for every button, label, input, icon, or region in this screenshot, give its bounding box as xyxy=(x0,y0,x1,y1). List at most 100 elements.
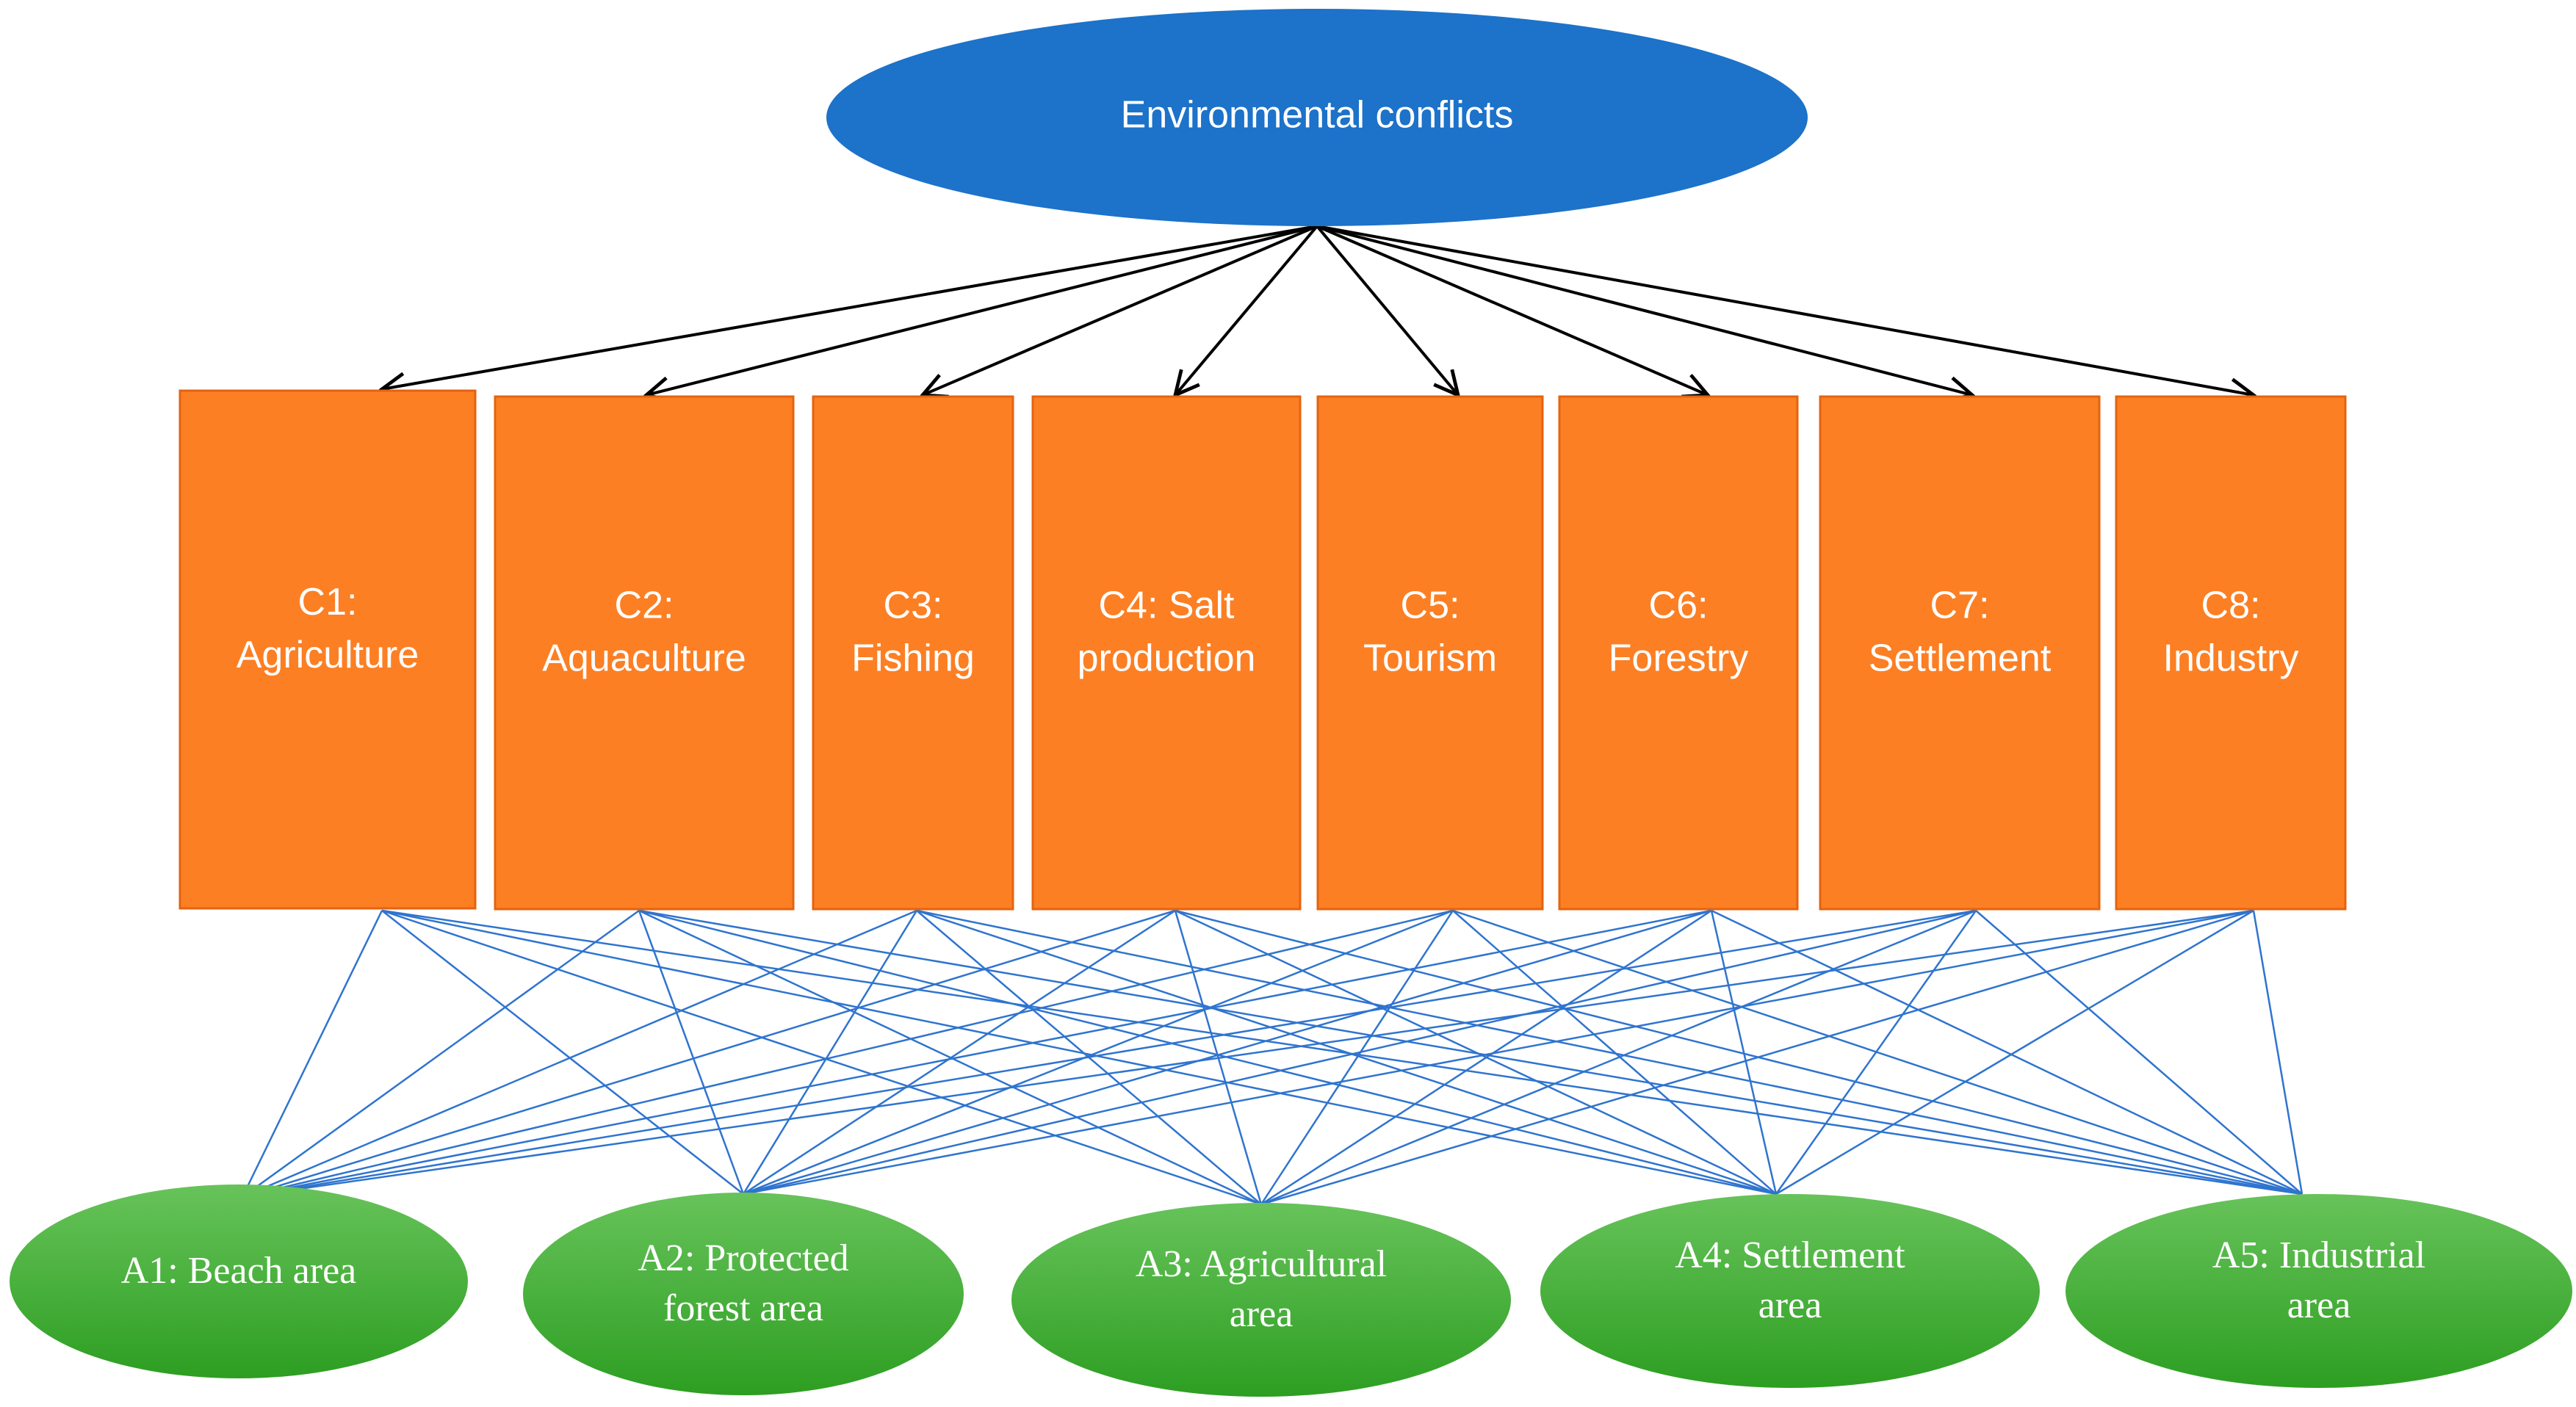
criterion-box xyxy=(1819,395,2101,911)
criterion-box xyxy=(178,389,477,910)
criterion-c3: C3: Fishing xyxy=(812,395,1014,911)
alternative-label-line: area xyxy=(1230,1293,1294,1335)
criterion-label-line: C6: xyxy=(1649,585,1709,627)
alternative-ellipse xyxy=(10,1184,468,1378)
arrow-goal-to-c3 xyxy=(923,225,1318,395)
alternatives-row: A1: Beach area A2: Protected forest area A3… xyxy=(10,1184,2572,1397)
criterion-box xyxy=(1316,395,1544,911)
link-line-c8-a1 xyxy=(242,909,2254,1198)
link-line-c3-a1 xyxy=(242,909,917,1198)
criterion-label-line: Aquaculture xyxy=(542,637,746,680)
link-line-c4-a2 xyxy=(743,909,1176,1196)
link-line-c4-a4 xyxy=(1175,909,1777,1196)
criterion-label-line: Settlement xyxy=(1869,637,2052,680)
link-line-c2-a1 xyxy=(242,909,640,1198)
criterion-box xyxy=(1031,395,1302,911)
criterion-label-line: Tourism xyxy=(1363,637,1497,680)
arrow-goal-to-c4 xyxy=(1175,225,1318,395)
link-line-c8-a2 xyxy=(743,909,2254,1196)
alternative-ellipse xyxy=(1011,1203,1511,1397)
link-line-c5-a4 xyxy=(1452,910,1777,1195)
arrow-goal-to-c7 xyxy=(1316,225,1972,395)
criteria-alternative-links xyxy=(241,909,2303,1206)
link-line-c6-a1 xyxy=(242,909,1712,1198)
criterion-label-line: production xyxy=(1078,637,1256,680)
link-line-c3-a5 xyxy=(916,909,2303,1196)
criterion-box xyxy=(2115,395,2347,911)
criterion-c2: C2: Aquaculture xyxy=(494,395,795,911)
criterion-label-line: Forestry xyxy=(1609,637,1749,680)
link-line-c2-a4 xyxy=(638,909,1777,1196)
alternative-label-line: A3: Agricultural xyxy=(1136,1243,1387,1285)
criterion-box xyxy=(1558,395,1799,911)
alternative-label-line: A4: Settlement xyxy=(1675,1234,1905,1276)
criterion-c7: C7: Settlement xyxy=(1819,395,2101,911)
link-line-c7-a2 xyxy=(743,909,1977,1196)
criterion-c4: C4: Salt production xyxy=(1031,395,1302,911)
goal-criteria-arrows xyxy=(382,225,2254,395)
criterion-c8: C8:Industry xyxy=(2115,395,2347,911)
link-line-c5-a5 xyxy=(1452,909,2303,1196)
link-line-c2-a2 xyxy=(638,910,745,1195)
criterion-c1: C1:Agriculture xyxy=(178,389,477,910)
link-line-c1-a1 xyxy=(241,910,383,1198)
link-line-c3-a4 xyxy=(916,909,1777,1196)
link-line-c1-a4 xyxy=(381,909,1777,1196)
link-line-c6-a5 xyxy=(1711,909,2303,1196)
link-line-c8-a3 xyxy=(1260,909,2254,1206)
goal-node: Environmental conflicts xyxy=(826,9,1808,226)
alternative-label-line: A2: Protected xyxy=(638,1237,848,1279)
criterion-c6: C6: Forestry xyxy=(1558,395,1799,911)
criterion-box xyxy=(812,395,1014,911)
link-line-c8-a4 xyxy=(1775,909,2254,1196)
link-line-c4-a1 xyxy=(242,909,1176,1198)
link-line-c7-a5 xyxy=(1975,910,2303,1195)
alternative-label-line: area xyxy=(1758,1284,1822,1326)
alternative-a4: A4: Settlement area xyxy=(1540,1194,2040,1388)
alternative-label-line: forest area xyxy=(663,1287,823,1329)
link-line-c6-a3 xyxy=(1260,909,1712,1206)
link-line-c5-a2 xyxy=(743,909,1454,1196)
link-line-c7-a1 xyxy=(242,909,1977,1198)
arrow-goal-to-c1 xyxy=(382,225,1318,389)
criterion-label-line: C2: xyxy=(615,585,674,627)
link-line-c5-a1 xyxy=(242,909,1454,1198)
alternative-ellipse xyxy=(2066,1194,2572,1388)
link-line-c1-a2 xyxy=(381,910,744,1195)
criteria-row: C1:Agriculture C2: Aquaculture C3: Fishing C4… xyxy=(178,389,2347,911)
link-line-c3-a2 xyxy=(742,910,918,1195)
alternative-a3: A3: Agricultural area xyxy=(1011,1203,1511,1397)
link-line-c1-a5 xyxy=(381,909,2303,1196)
link-line-c1-a3 xyxy=(381,909,1262,1206)
link-line-c7-a4 xyxy=(1775,910,1977,1195)
criterion-label-line: C3: xyxy=(884,585,943,627)
arrow-goal-to-c8 xyxy=(1316,225,2254,395)
link-line-c7-a3 xyxy=(1260,909,1977,1206)
criterion-label-line: C1: xyxy=(298,581,358,623)
alternative-ellipse xyxy=(523,1193,964,1395)
alternative-label-line: A5: Industrial xyxy=(2212,1234,2425,1276)
criterion-c5: C5: Tourism xyxy=(1316,395,1544,911)
criterion-label-line: C7: xyxy=(1930,585,1990,627)
criterion-label-line: C4: Salt xyxy=(1099,585,1235,627)
goal-ellipse xyxy=(826,9,1808,226)
link-line-c6-a2 xyxy=(743,909,1712,1196)
link-line-c5-a3 xyxy=(1260,910,1454,1205)
alternative-a2: A2: Protected forest area xyxy=(523,1193,964,1395)
criterion-label-line: C8: xyxy=(2201,585,2261,627)
link-line-c4-a5 xyxy=(1175,909,2303,1196)
arrow-goal-to-c2 xyxy=(646,225,1318,395)
link-line-c6-a4 xyxy=(1710,910,1778,1195)
link-line-c8-a5 xyxy=(2252,910,2303,1195)
criterion-label-line: Fishing xyxy=(851,637,975,680)
alternative-ellipse xyxy=(1540,1194,2040,1388)
alternative-a1: A1: Beach area xyxy=(10,1184,468,1378)
criterion-label-line: C5: xyxy=(1401,585,1460,627)
alternative-label-line: A1: Beach area xyxy=(121,1250,356,1292)
arrow-goal-to-c6 xyxy=(1316,225,1708,395)
link-line-c2-a5 xyxy=(638,909,2303,1196)
goal-label: Environmental conflicts xyxy=(1121,94,1514,137)
criterion-box xyxy=(494,395,795,911)
